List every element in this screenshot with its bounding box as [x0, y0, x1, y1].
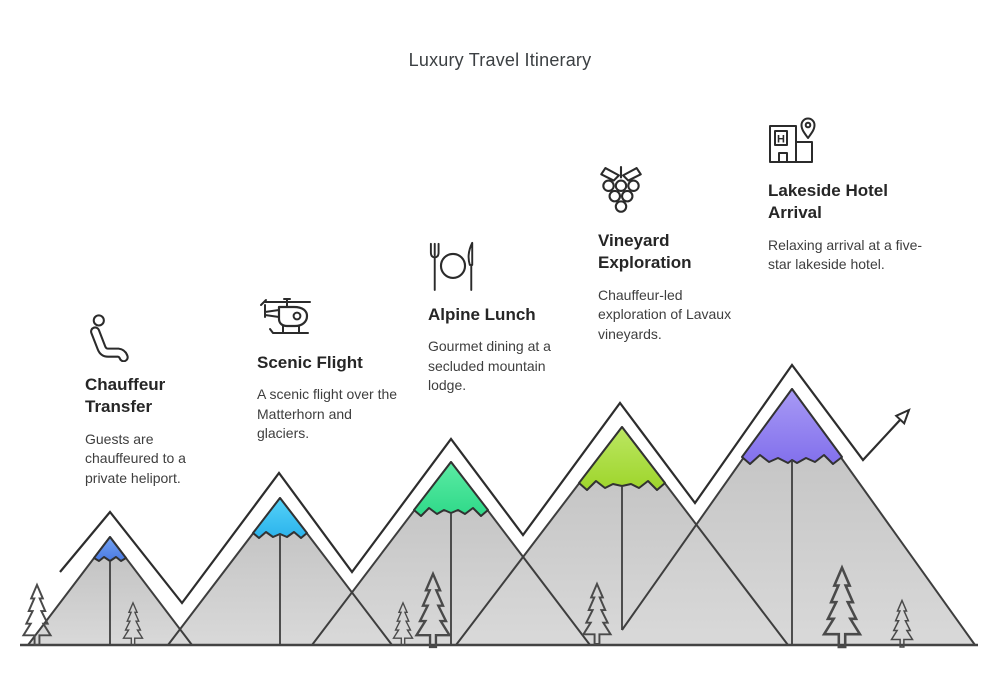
trail-path	[59, 363, 911, 605]
step-description: Relaxing arrival at a five-star lakeside…	[768, 236, 923, 273]
step-card: Alpine Lunch Gourmet dining at a seclude…	[428, 236, 574, 395]
step-title: Lakeside Hotel Arrival	[768, 181, 888, 223]
car-seat-icon	[90, 314, 129, 362]
mountain-fills	[28, 389, 975, 645]
step-card: Scenic Flight A scenic flight over the M…	[257, 296, 403, 443]
step-description: A scenic flight over the Matterhorn and …	[257, 386, 398, 442]
hotel-letter: H	[777, 134, 785, 146]
ridge-crease-lines	[109, 460, 793, 645]
grapes-icon	[600, 166, 642, 213]
fork-knife-plate-icon	[429, 241, 474, 291]
mountain-peak	[578, 426, 666, 491]
page-title: Luxury Travel Itinerary	[408, 50, 592, 70]
step-description: Guests are chauffeured to a private heli…	[85, 430, 186, 486]
step-title: Chauffeur Transfer	[85, 375, 166, 417]
arrow-icon	[894, 408, 911, 426]
step-description: Gourmet dining at a secluded mountain lo…	[428, 338, 551, 394]
mountain-peak	[93, 536, 127, 562]
step-card: H Lakeside Hotel Arrival Relaxing arriva…	[768, 116, 930, 275]
hotel-location-icon: H	[769, 117, 816, 163]
mountain	[612, 389, 975, 645]
step-title: Vineyard Exploration	[598, 231, 692, 273]
step-title: Scenic Flight	[257, 353, 363, 372]
step-card: Chauffeur Transfer Guests are chauffeure…	[85, 312, 217, 488]
mountain-peak	[413, 461, 489, 517]
step-description: Chauffeur-led exploration of Lavaux vine…	[598, 286, 732, 342]
mountain-peaks	[93, 388, 843, 562]
mountain-peak	[741, 388, 843, 465]
step-title: Alpine Lunch	[428, 305, 536, 324]
mountain-peak	[252, 497, 308, 539]
step-card: Vineyard Exploration Chauffeur-led explo…	[598, 166, 744, 344]
helicopter-icon	[260, 298, 311, 334]
